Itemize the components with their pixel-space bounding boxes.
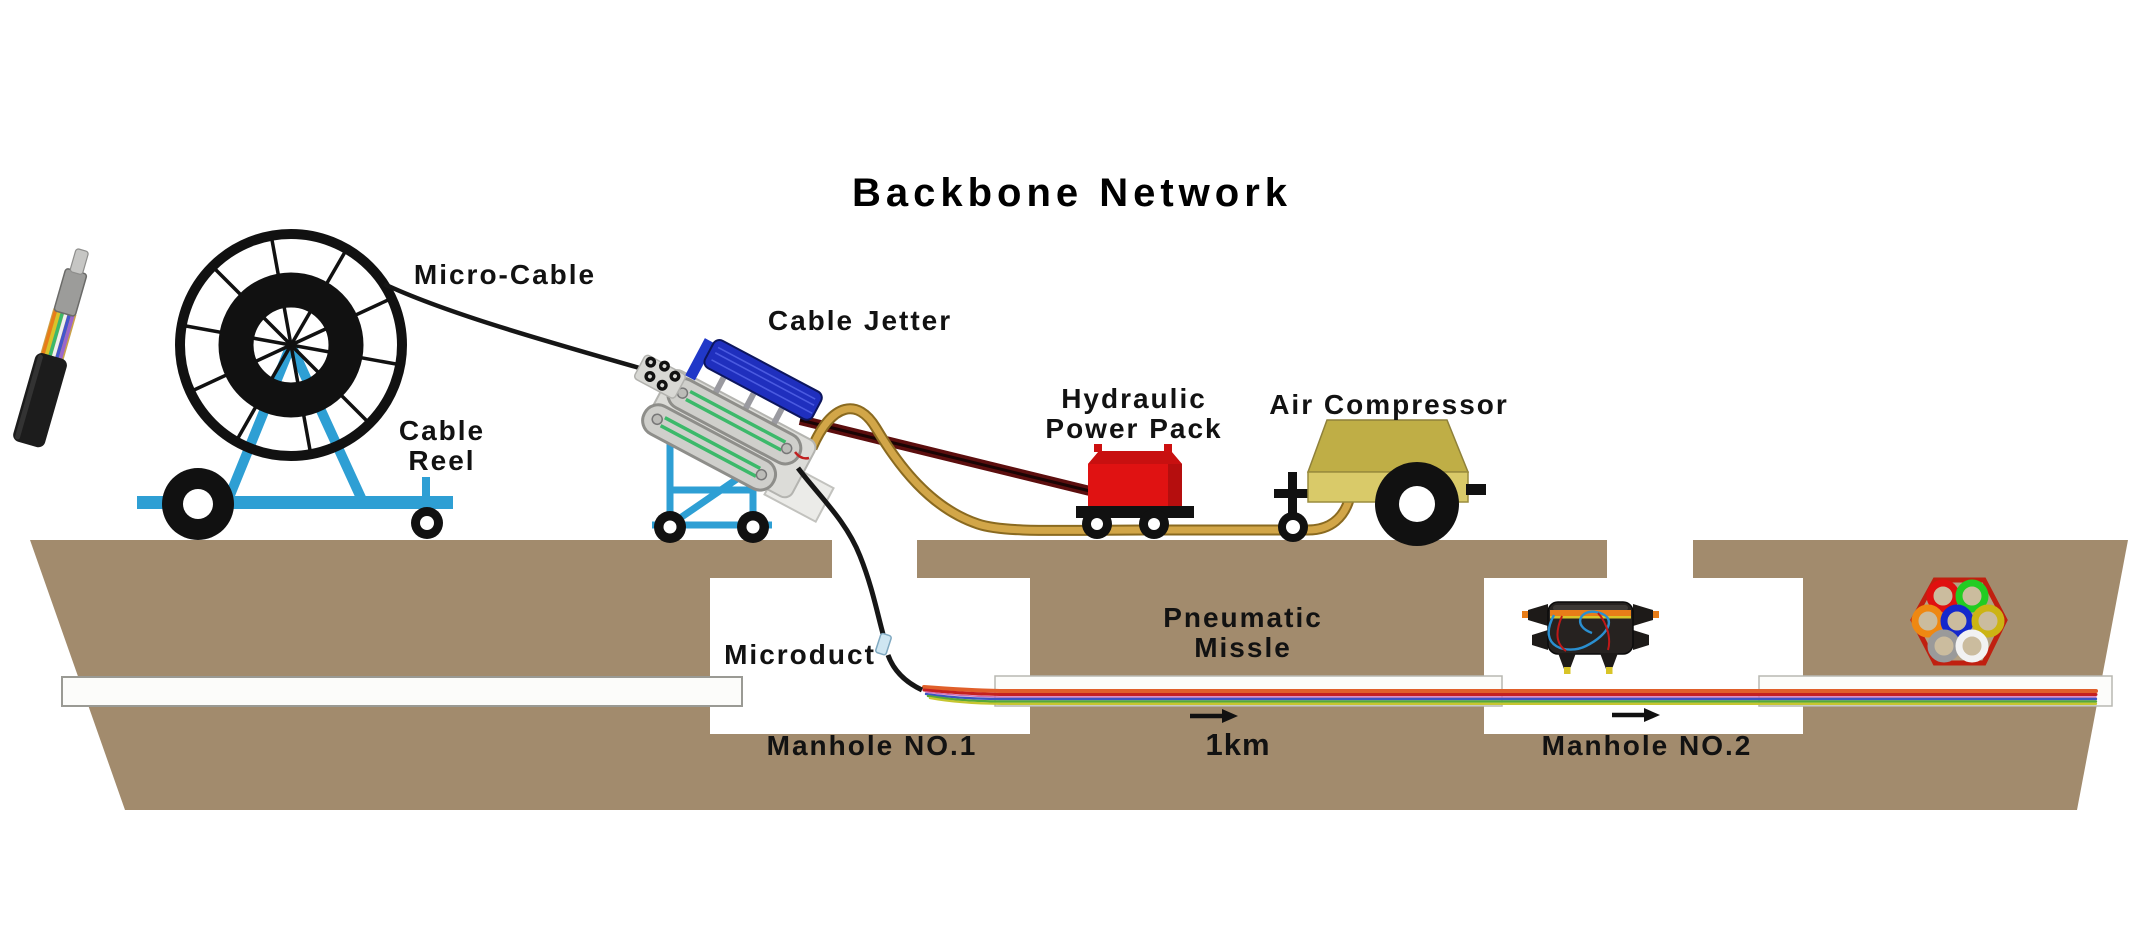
cable-fibers bbox=[38, 308, 75, 371]
guide-rollers bbox=[644, 356, 681, 391]
tube-yellow bbox=[1971, 604, 2005, 638]
jetter-blue-bracket bbox=[685, 338, 715, 381]
splice-closure bbox=[1522, 601, 1659, 674]
compressor-jockey-wheel bbox=[1278, 512, 1308, 542]
closure-tube-orange bbox=[1550, 610, 1631, 616]
reel-jockey-post bbox=[422, 477, 430, 501]
compressor-axle-stub bbox=[1466, 484, 1486, 495]
label-hydraulic-power-pack: Hydraulic Power Pack bbox=[1045, 383, 1223, 444]
jetter-blue-unit bbox=[703, 339, 823, 421]
micro-cable-run bbox=[383, 281, 651, 374]
duct-left-segment bbox=[61, 676, 743, 707]
diagram-title: Backbone Network bbox=[851, 171, 1293, 215]
ground-cross-section bbox=[30, 538, 2128, 810]
power-pack-body bbox=[1088, 451, 1182, 506]
cable-into-manhole bbox=[795, 466, 924, 693]
manhole-1-cavity bbox=[710, 578, 1030, 734]
direction-arrows bbox=[1190, 708, 1660, 723]
tube-blue bbox=[1940, 604, 1974, 638]
ground-soil bbox=[30, 540, 2128, 810]
bundle-cross-section bbox=[1910, 577, 2008, 666]
micro-cable-cutaway bbox=[13, 248, 89, 448]
microduct-bundle bbox=[922, 685, 2098, 705]
label-cable-jetter: Cable Jetter bbox=[767, 305, 953, 336]
label-air-compressor: Air Compressor bbox=[1269, 389, 1509, 420]
microduct-connector bbox=[875, 632, 892, 656]
reel-a-frame bbox=[223, 342, 367, 503]
hoses bbox=[798, 403, 1355, 536]
tube-gray bbox=[1927, 629, 1961, 663]
hydraulic-power-pack-machine bbox=[1076, 444, 1194, 539]
tube-white bbox=[1955, 629, 1989, 663]
tube-green bbox=[1955, 579, 1989, 613]
tube-orange bbox=[1911, 604, 1945, 638]
reel-hub-drum bbox=[218, 272, 364, 418]
cable-reel-assembly bbox=[137, 229, 453, 540]
cable-ferrule bbox=[53, 268, 88, 317]
hose-clamp-wire bbox=[794, 451, 810, 460]
label-manhole-2: Manhole NO.2 bbox=[1541, 730, 1753, 761]
label-microduct: Microduct bbox=[724, 639, 876, 670]
closure-fiber-red bbox=[1556, 612, 1611, 652]
manhole-2-cavity bbox=[1484, 578, 1803, 734]
compressor-top-face bbox=[1306, 419, 1470, 473]
label-distance-1km: 1km bbox=[1205, 727, 1271, 762]
cable-jetter-machine bbox=[633, 338, 835, 543]
manhole-2-shaft bbox=[1607, 538, 1693, 580]
air-hose bbox=[808, 405, 1353, 534]
air-compressor-machine bbox=[1274, 419, 1486, 546]
cable-tip bbox=[69, 248, 89, 275]
label-manhole-1: Manhole NO.1 bbox=[766, 730, 978, 761]
label-micro-cable: Micro-Cable bbox=[413, 259, 597, 290]
jetter-inlet-guide bbox=[633, 354, 686, 399]
closure-fiber-blue bbox=[1547, 610, 1610, 651]
reel-rim bbox=[175, 229, 407, 461]
reel-spokes bbox=[185, 239, 397, 451]
tube-red bbox=[1926, 579, 1960, 613]
label-cable-reel: Cable Reel bbox=[398, 415, 486, 476]
manhole-1-shaft bbox=[832, 538, 917, 580]
label-pneumatic-missile: Pneumatic Missle bbox=[1163, 602, 1323, 663]
cable-jacket bbox=[13, 353, 67, 448]
jetter-body bbox=[641, 338, 835, 524]
compressor-hitch-bar bbox=[1274, 489, 1311, 498]
